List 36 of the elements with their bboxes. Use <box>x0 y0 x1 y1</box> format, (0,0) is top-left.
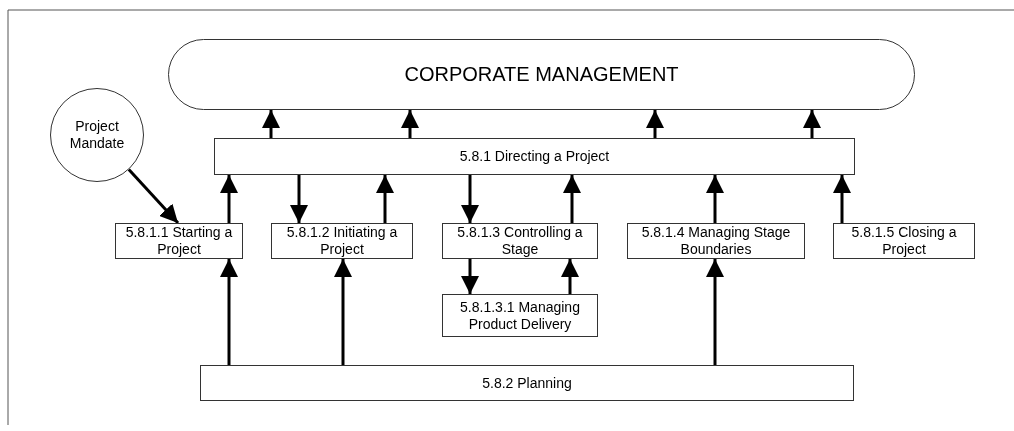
node-label: Project Mandate <box>68 118 126 152</box>
process-box <box>214 138 855 175</box>
arrow <box>220 259 238 365</box>
arrow <box>561 259 579 294</box>
arrow <box>376 175 394 223</box>
node-label: 5.8.1.4 Managing Stage Boundaries <box>640 224 792 258</box>
process-box <box>627 223 805 259</box>
arrow <box>833 175 851 223</box>
arrow <box>706 175 724 223</box>
arrow <box>563 175 581 223</box>
process-box <box>115 223 243 259</box>
arrow <box>262 110 280 138</box>
arrow <box>401 110 419 138</box>
arrow <box>127 168 180 224</box>
arrow <box>461 259 479 294</box>
node-label: 5.8.1.3.1 Managing Product Delivery <box>459 298 581 333</box>
process-box <box>833 223 975 259</box>
process-box <box>442 223 598 259</box>
circle-node <box>50 88 144 182</box>
node-label: 5.8.1.2 Initiating a Project <box>285 224 399 258</box>
node-label: CORPORATE MANAGEMENT <box>404 66 679 83</box>
arrow <box>706 259 724 365</box>
arrow <box>803 110 821 138</box>
node-label: 5.8.2 Planning <box>482 374 572 392</box>
node-label: 5.8.1 Directing a Project <box>459 148 610 165</box>
node-label: 5.8.1.5 Closing a Project <box>850 224 958 258</box>
arrow <box>220 175 238 223</box>
node-label: 5.8.1.1 Starting a Project <box>124 224 234 258</box>
arrow <box>290 175 308 223</box>
process-box <box>271 223 413 259</box>
arrow <box>646 110 664 138</box>
arrow <box>334 259 352 365</box>
process-box <box>200 365 854 401</box>
node-label: 5.8.1.3 Controlling a Stage <box>456 224 584 258</box>
process-box <box>442 294 598 337</box>
arrow <box>461 175 479 223</box>
